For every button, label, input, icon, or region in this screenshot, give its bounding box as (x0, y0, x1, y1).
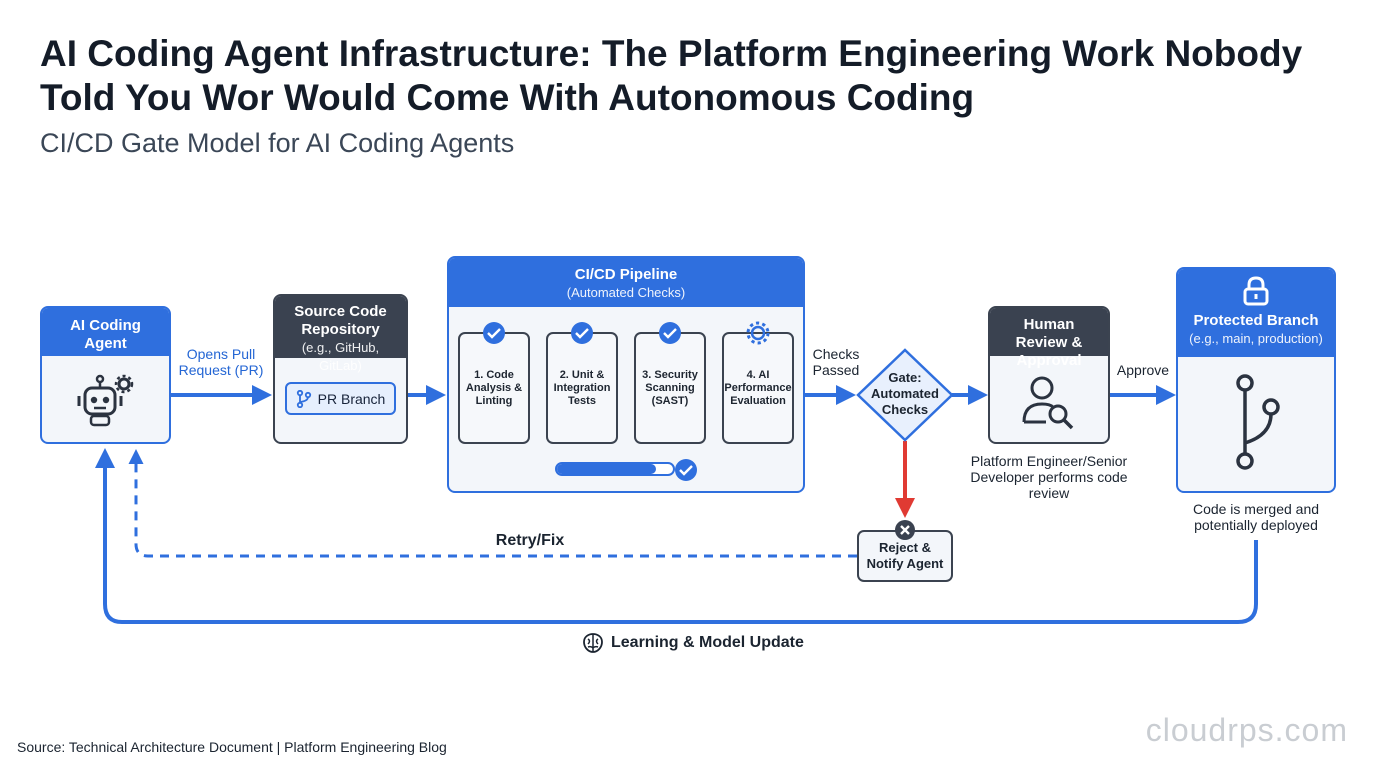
git-branch-icon (296, 389, 311, 408)
user-search-icon (990, 374, 1108, 435)
gear-icon (746, 321, 770, 345)
check-circle-icon (675, 459, 697, 481)
check-circle-icon (483, 322, 505, 344)
gate-label: Gate: Automated Checks (871, 370, 939, 417)
git-merge-icon (1178, 373, 1334, 478)
x-circle-icon (895, 520, 915, 540)
arrow-learning-loop (95, 448, 1258, 624)
page-title: AI Coding Agent Infrastructure: The Plat… (40, 33, 1303, 118)
label-checks-passed: Checks Passed (812, 346, 860, 378)
review-caption: Platform Engineer/Senior Developer perfo… (970, 453, 1128, 501)
protected-caption: Code is merged and potentially deployed (1192, 501, 1320, 533)
watermark: cloudrps.com (1145, 712, 1348, 748)
protected-header: Protected Branch (e.g., main, production… (1178, 269, 1334, 357)
robot-gear-icon (42, 374, 169, 437)
pipeline-title: CI/CD Pipeline (574, 266, 678, 283)
pipeline-subtitle: (Automated Checks) (566, 285, 686, 300)
protected-node: Protected Branch (e.g., main, production… (1176, 267, 1336, 493)
arrow-retry-loop (128, 449, 857, 558)
pipeline-progress-fill (557, 464, 656, 474)
repository-node: Source Code Repository (e.g., GitHub, Gi… (273, 294, 408, 444)
review-title: Human Review & Approval (990, 308, 1108, 369)
agent-node: AI Coding Agent (40, 306, 171, 444)
pipeline-step-4: 4. AI Performance Evaluation (722, 332, 794, 444)
page-subtitle: CI/CD Gate Model for AI Coding Agents (40, 128, 515, 158)
label-opens-pr: Opens Pull Request (PR) (178, 346, 264, 378)
pipeline-step-1: 1. Code Analysis & Linting (458, 332, 530, 444)
label-approve: Approve (1116, 362, 1170, 378)
check-circle-icon (571, 322, 593, 344)
agent-title: AI Coding Agent (42, 308, 169, 356)
pr-branch-chip: PR Branch (285, 382, 396, 415)
pipeline-step-2: 2. Unit & Integration Tests (546, 332, 618, 444)
lock-icon (1243, 276, 1269, 306)
source-citation: Source: Technical Architecture Document … (17, 739, 447, 755)
brain-icon (583, 633, 603, 653)
gate-diamond (856, 348, 954, 442)
step-status-icons (483, 321, 770, 345)
learning-label-text: Learning & Model Update (611, 634, 804, 651)
repository-subtitle: (e.g., GitHub, GitLab) (301, 340, 380, 373)
pr-branch-label: PR Branch (317, 390, 386, 407)
pipeline-progress-bar (555, 462, 675, 476)
label-retry-fix: Retry/Fix (495, 532, 565, 549)
pipeline-step-3: 3. Security Scanning (SAST) (634, 332, 706, 444)
protected-subtitle: (e.g., main, production) (1189, 331, 1323, 346)
check-circle-icon (659, 322, 681, 344)
repository-title: Source Code Repository (294, 303, 387, 338)
pipeline-header: CI/CD Pipeline (Automated Checks) (449, 258, 803, 307)
protected-title: Protected Branch (1193, 312, 1319, 329)
learning-label: Learning & Model Update (582, 632, 804, 654)
repository-header: Source Code Repository (e.g., GitHub, Gi… (275, 296, 406, 373)
review-node: Human Review & Approval (988, 306, 1110, 444)
